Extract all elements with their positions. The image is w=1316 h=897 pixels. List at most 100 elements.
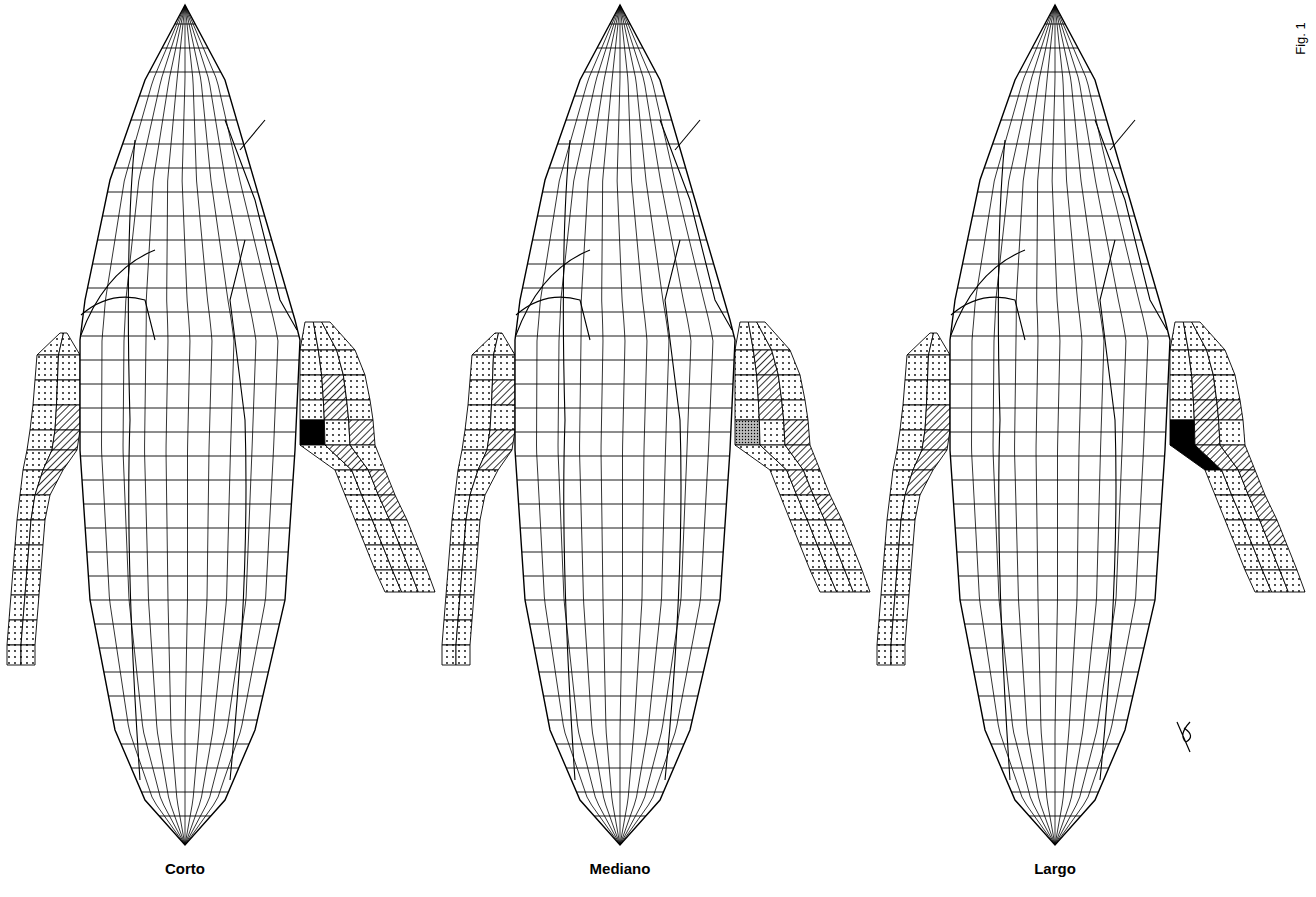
mesh-line bbox=[185, 5, 234, 845]
ligament-element bbox=[1192, 322, 1225, 350]
ligament-element bbox=[43, 450, 77, 470]
tooth-model bbox=[877, 5, 1305, 845]
ligament-element bbox=[881, 570, 897, 595]
ligament-element bbox=[490, 405, 515, 430]
ligament-element bbox=[1260, 520, 1287, 545]
mesh-line bbox=[185, 5, 256, 845]
tissue-boundary bbox=[998, 140, 1010, 780]
mesh-line bbox=[620, 5, 669, 845]
tissue-boundary bbox=[951, 250, 1025, 335]
figure-number: Fig. 1 bbox=[1292, 22, 1307, 55]
ligament-element bbox=[390, 520, 417, 545]
ligament-element bbox=[891, 620, 907, 645]
ligament-element bbox=[757, 375, 782, 400]
ligament-element bbox=[883, 545, 899, 570]
ligament-element bbox=[59, 333, 81, 355]
ligament-element bbox=[845, 570, 870, 592]
mesh-line bbox=[166, 5, 185, 845]
tissue-boundary bbox=[230, 240, 246, 780]
mesh-line bbox=[558, 5, 620, 845]
ligament-element bbox=[905, 470, 933, 495]
panel-label: Largo bbox=[1034, 860, 1076, 877]
tissue-boundary bbox=[81, 297, 155, 340]
ligament-element bbox=[35, 355, 59, 380]
tissue-boundary bbox=[128, 140, 140, 780]
ligament-element bbox=[349, 420, 375, 445]
ligament-element bbox=[772, 350, 800, 375]
ligament-element bbox=[835, 545, 862, 570]
mesh-line bbox=[1055, 5, 1082, 845]
tissue-boundary bbox=[516, 250, 590, 335]
tissue-boundary bbox=[1100, 240, 1116, 780]
ligament-element bbox=[448, 545, 464, 570]
ligament-element bbox=[35, 470, 63, 495]
ligament-element bbox=[368, 470, 395, 495]
mesh-line bbox=[1055, 5, 1148, 845]
mesh-line bbox=[102, 5, 185, 845]
ligament-element bbox=[410, 570, 435, 592]
ligament-element bbox=[400, 545, 427, 570]
mesh-line bbox=[1055, 5, 1126, 845]
tissue-boundary bbox=[516, 297, 590, 340]
ligament-element bbox=[879, 595, 895, 620]
ligament-element bbox=[462, 545, 478, 570]
ligament-element bbox=[30, 405, 57, 430]
ligament-element bbox=[735, 400, 759, 420]
ligament-element bbox=[29, 520, 45, 545]
ligament-element bbox=[493, 355, 516, 380]
tissue-boundary bbox=[563, 140, 575, 780]
ligament-element bbox=[1270, 545, 1297, 570]
tooth-model bbox=[7, 5, 435, 845]
ligament-element bbox=[877, 620, 893, 645]
ligament-element bbox=[337, 350, 365, 375]
ligament-element bbox=[492, 380, 516, 405]
ligament-element bbox=[1170, 375, 1193, 400]
ligament-element bbox=[785, 445, 820, 470]
ligament-element bbox=[31, 495, 50, 520]
ligament-element bbox=[27, 430, 55, 450]
mesh-line bbox=[1015, 5, 1055, 845]
ligament-element bbox=[466, 495, 485, 520]
ligament-element bbox=[1219, 420, 1245, 445]
ligament-element bbox=[450, 520, 466, 545]
tissue-boundary bbox=[665, 240, 681, 780]
mesh-line bbox=[123, 5, 185, 845]
ligament-element bbox=[442, 645, 456, 665]
ligament-element bbox=[897, 430, 925, 450]
ligament-element bbox=[456, 620, 472, 645]
ligament-element bbox=[903, 380, 928, 405]
mesh-line bbox=[182, 5, 190, 845]
ligament-element bbox=[1280, 570, 1305, 592]
ligament-element bbox=[343, 375, 370, 400]
ligament-element bbox=[1220, 445, 1255, 470]
ligament-element bbox=[905, 355, 929, 380]
ligament-element bbox=[446, 570, 462, 595]
ligament-element bbox=[895, 570, 911, 595]
ligament-element bbox=[759, 420, 785, 445]
ligament-element bbox=[1170, 400, 1194, 420]
ligament-element bbox=[378, 495, 407, 520]
mesh-line bbox=[617, 5, 625, 845]
tissue-boundary bbox=[675, 120, 700, 150]
ligament-element bbox=[465, 405, 492, 430]
mesh-line bbox=[972, 5, 1055, 845]
ligament-element bbox=[25, 570, 41, 595]
ligament-element bbox=[784, 420, 810, 445]
ligament-element bbox=[1192, 375, 1217, 400]
ligament-element bbox=[460, 570, 476, 595]
ligament-element bbox=[456, 645, 470, 665]
ligament-element bbox=[929, 333, 951, 355]
tissue-boundary bbox=[951, 297, 1025, 340]
ligament-element bbox=[778, 375, 805, 400]
ligament-element bbox=[9, 595, 25, 620]
ligament-element bbox=[21, 620, 37, 645]
ligament-element bbox=[893, 595, 909, 620]
mesh-line bbox=[580, 5, 620, 845]
ligament-element bbox=[1213, 375, 1240, 400]
ligament-element bbox=[300, 375, 323, 400]
ligament-element bbox=[927, 380, 951, 405]
mesh-line bbox=[145, 5, 185, 845]
ligament-element bbox=[803, 470, 830, 495]
ligament-element bbox=[494, 333, 516, 355]
ligament-element bbox=[323, 400, 348, 420]
